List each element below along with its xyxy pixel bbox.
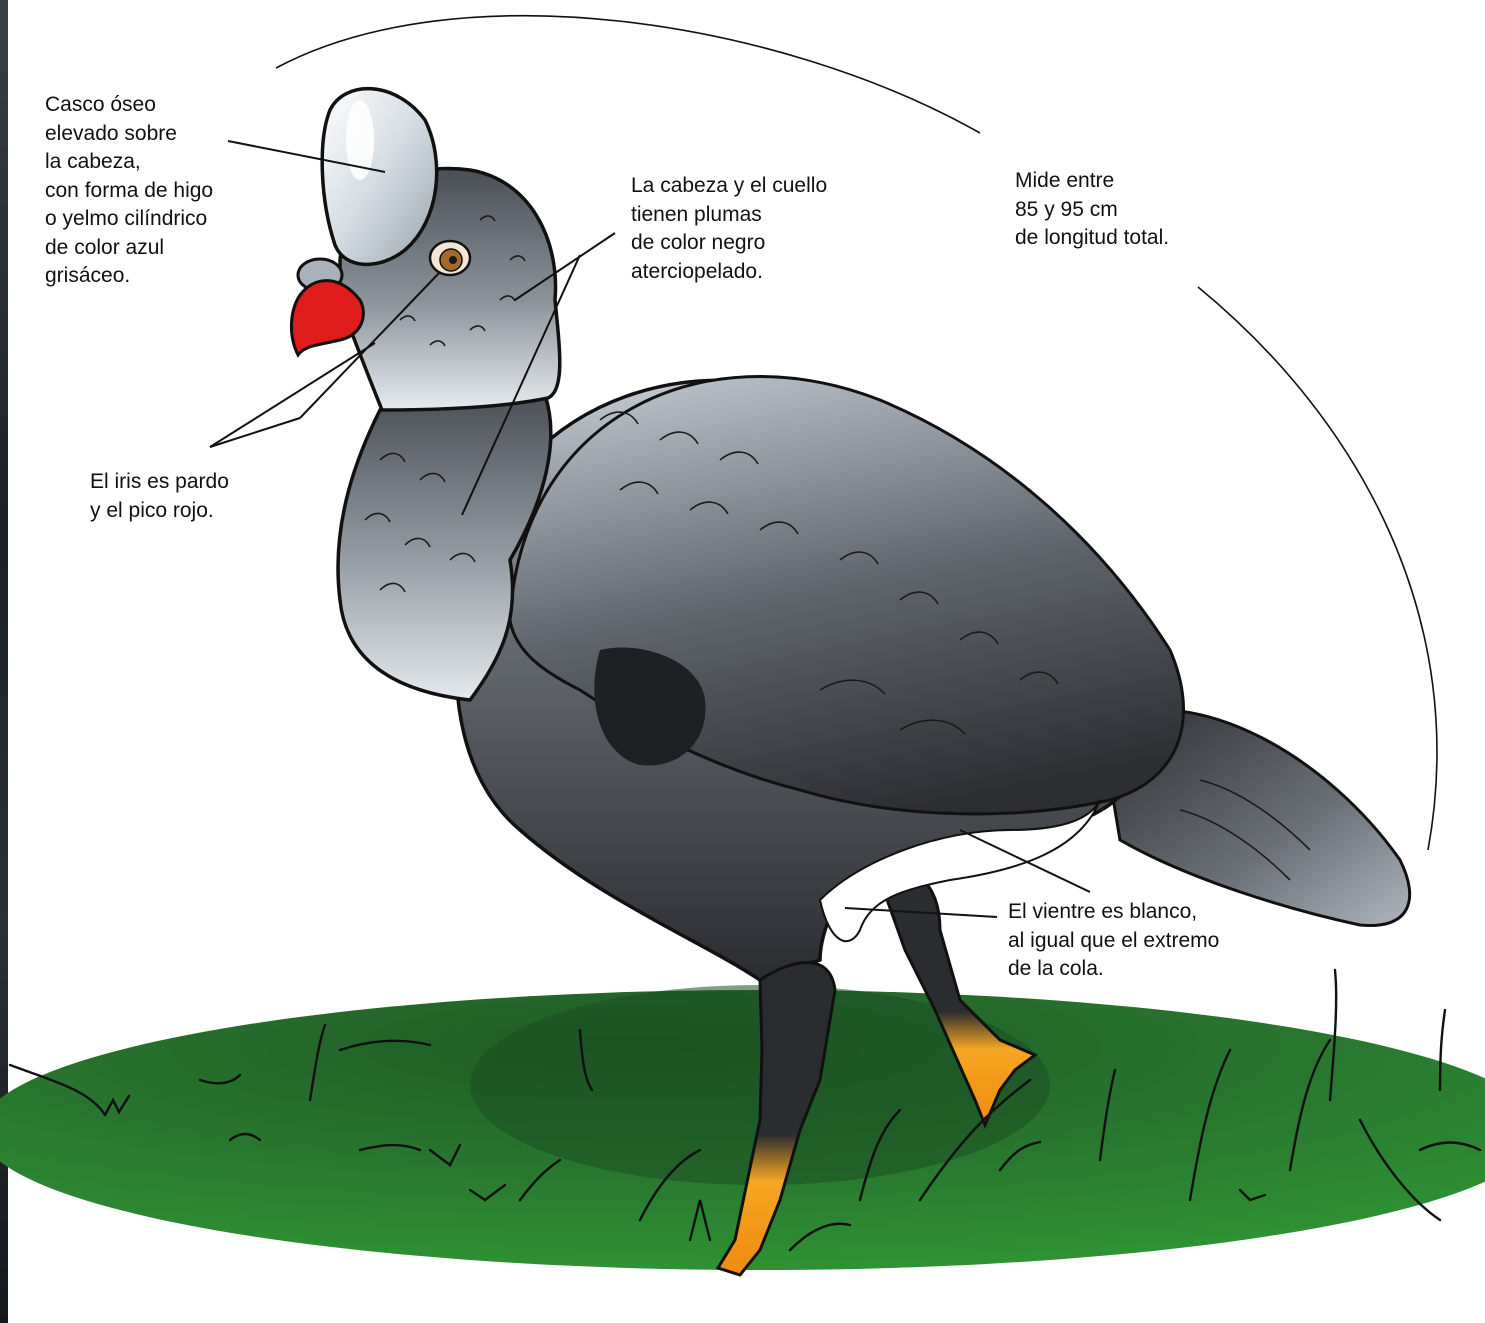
length-annotation: Mide entre 85 y 95 cm de longitud total. — [1015, 167, 1169, 253]
head-neck-annotation: La cabeza y el cuello tienen plumas de c… — [631, 172, 827, 286]
iris-beak-annotation: El iris es pardo y el pico rojo. — [90, 468, 229, 525]
bird-beak — [291, 281, 363, 355]
belly-annotation: El vientre es blanco, al igual que el ex… — [1008, 898, 1219, 984]
leader-iris-2 — [210, 418, 300, 447]
bird-pupil — [449, 256, 457, 264]
casque-annotation: Casco óseo elevado sobre la cabeza, con … — [45, 91, 213, 291]
leader-iris-1 — [210, 343, 375, 447]
